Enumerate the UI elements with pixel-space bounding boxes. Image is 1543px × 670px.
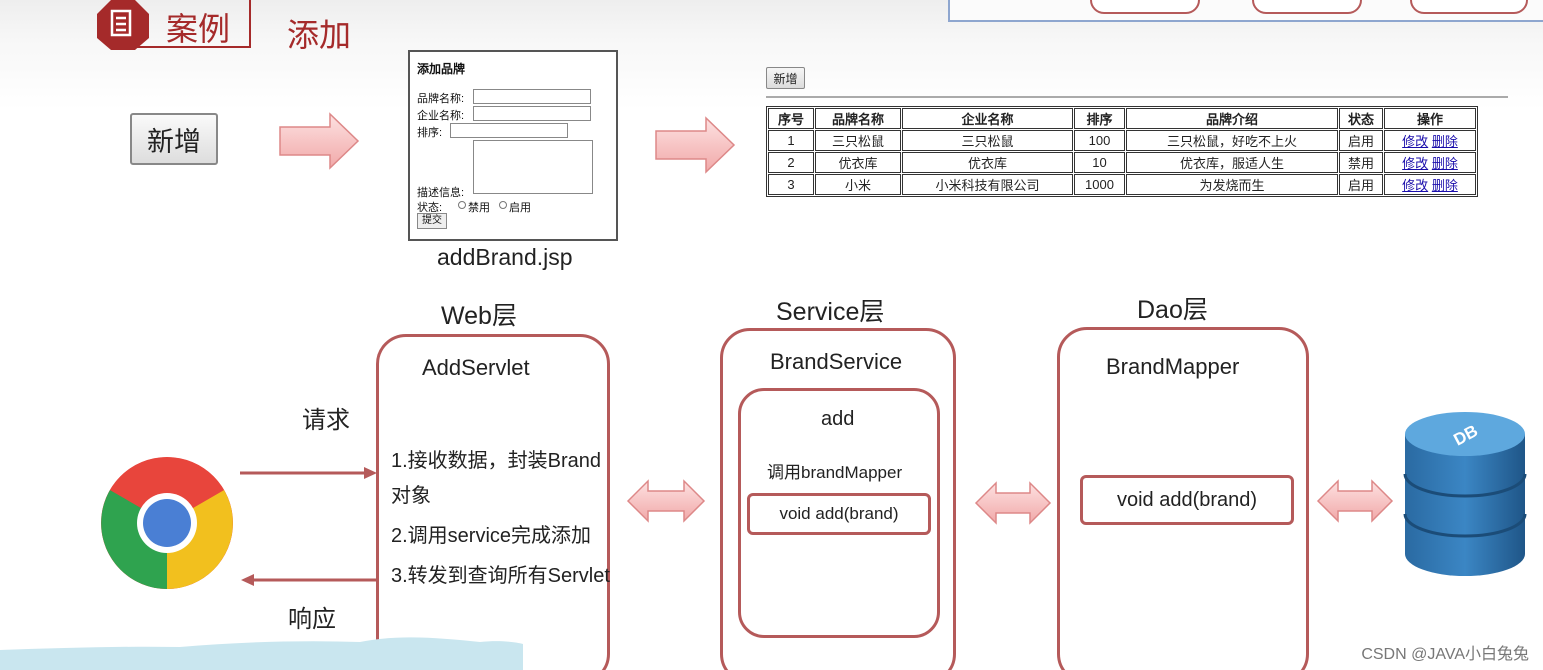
jsp-file-label: addBrand.jsp [437,244,573,270]
top-frame-button [1090,0,1200,14]
delete-link[interactable]: 删除 [1431,178,1458,193]
top-frame-button [1252,0,1362,14]
cell-actions: 修改 删除 [1384,174,1476,195]
column-header: 操作 [1384,108,1476,129]
brand-name-input[interactable] [473,89,591,104]
delete-link[interactable]: 删除 [1431,134,1458,149]
cell-id: 2 [768,152,814,173]
document-icon [97,0,149,50]
service-layer-title: Service层 [776,298,885,326]
cell-order: 10 [1074,152,1125,173]
add-brand-form: 添加品牌 品牌名称: 企业名称: 排序: 描述信息: 状态: 禁用 启用 提交 [408,50,618,241]
form-title: 添加品牌 [417,62,466,76]
cell-company: 小米科技有限公司 [902,174,1073,195]
edit-link[interactable]: 修改 [1402,178,1429,193]
cell-status: 启用 [1339,174,1383,195]
description-textarea[interactable] [473,140,593,194]
edit-link[interactable]: 修改 [1402,134,1429,149]
service-signature-box: void add(brand) [747,493,931,535]
right-arrow-icon [279,112,360,170]
top-frame-button [1410,0,1528,14]
request-label: 请求 [302,407,350,434]
top-frame [948,0,1543,22]
service-method-name: add [821,408,855,430]
order-label: 排序: [417,127,443,139]
cell-company: 三只松鼠 [902,130,1073,151]
cell-order: 1000 [1074,174,1125,195]
servlet-name: AddServlet [422,355,530,380]
list-new-button[interactable]: 新增 [766,67,805,89]
cell-brand: 优衣库 [815,152,901,173]
new-button[interactable]: 新增 [130,113,218,165]
table-row: 3 小米 小米科技有限公司 1000 为发烧而生 启用 修改 删除 [768,174,1476,195]
cell-actions: 修改 删除 [1384,130,1476,151]
web-layer-box [376,334,610,670]
cell-company: 优衣库 [902,152,1073,173]
service-name: BrandService [770,349,903,374]
brand-table: 序号 品牌名称 企业名称 排序 品牌介绍 状态 操作 1 三只松鼠 三只松鼠 1… [766,106,1478,197]
cell-order: 100 [1074,130,1125,151]
mapper-name: BrandMapper [1106,354,1240,379]
table-row: 2 优衣库 优衣库 10 优衣库，服适人生 禁用 修改 删除 [768,152,1476,173]
edit-link[interactable]: 修改 [1402,156,1429,171]
response-label: 响应 [288,606,336,633]
web-step-2: 2.调用service完成添加 [391,525,592,547]
cell-status: 禁用 [1339,152,1383,173]
request-arrow-icon [240,467,377,479]
description-label: 描述信息: [417,187,465,199]
status-enabled-label: 启用 [509,202,531,214]
cell-brand: 三只松鼠 [815,130,901,151]
response-arrow-icon [241,574,378,586]
cell-actions: 修改 删除 [1384,152,1476,173]
double-arrow-icon [1316,479,1394,523]
service-call-text: 调用brandMapper [767,463,903,482]
watermark: CSDN @JAVA小白兔兔 [1361,646,1529,663]
divider [766,96,1508,98]
add-title: 添加 [287,17,352,53]
status-disabled-radio[interactable] [458,201,466,209]
status-disabled-label: 禁用 [468,202,490,214]
column-header: 品牌介绍 [1126,108,1338,129]
dao-layer-title: Dao层 [1137,296,1208,324]
column-header: 状态 [1339,108,1383,129]
status-label: 状态: [417,202,443,214]
company-name-label: 企业名称: [417,110,465,122]
column-header: 品牌名称 [815,108,901,129]
column-header: 序号 [768,108,814,129]
cell-description: 优衣库，服适人生 [1126,152,1338,173]
cell-description: 为发烧而生 [1126,174,1338,195]
company-name-input[interactable] [473,106,591,121]
dao-signature: void add(brand) [1116,488,1258,511]
database-icon: DB [1403,412,1527,576]
delete-link[interactable]: 删除 [1431,156,1458,171]
column-header: 排序 [1074,108,1125,129]
dao-signature-box: void add(brand) [1080,475,1294,525]
double-arrow-icon [626,479,706,523]
table-row: 1 三只松鼠 三只松鼠 100 三只松鼠，好吃不上火 启用 修改 删除 [768,130,1476,151]
cell-id: 1 [768,130,814,151]
cell-description: 三只松鼠，好吃不上火 [1126,130,1338,151]
order-input[interactable] [450,123,568,138]
chrome-browser-icon [101,457,233,589]
web-step-1-cont: 对象 [391,485,431,507]
status-enabled-radio[interactable] [499,201,507,209]
cell-brand: 小米 [815,174,901,195]
double-arrow-icon [974,481,1052,525]
cell-status: 启用 [1339,130,1383,151]
brand-name-label: 品牌名称: [417,93,465,105]
service-signature: void add(brand) [779,504,899,523]
table-header-row: 序号 品牌名称 企业名称 排序 品牌介绍 状态 操作 [768,108,1476,129]
submit-button[interactable]: 提交 [417,213,447,229]
web-step-3: 3.转发到查询所有Servlet [391,565,610,587]
column-header: 企业名称 [902,108,1073,129]
case-label: 案例 [166,11,231,47]
cell-id: 3 [768,174,814,195]
right-arrow-icon [655,116,736,174]
background-water-decoration [0,637,523,670]
web-layer-title: Web层 [441,302,517,330]
web-step-1: 1.接收数据，封装Brand [391,450,602,472]
